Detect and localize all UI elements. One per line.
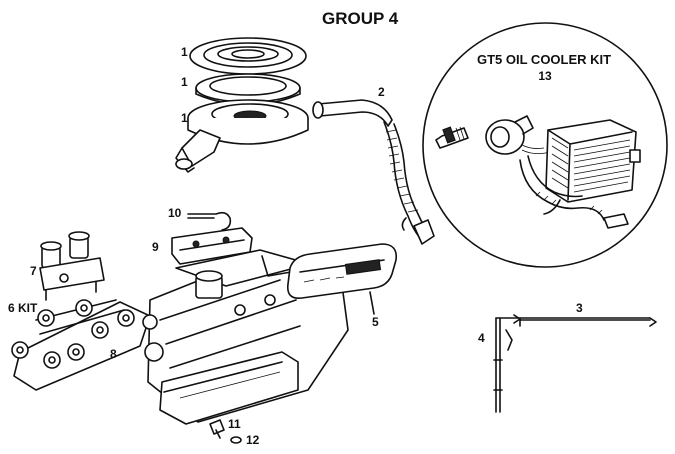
linkage-bracket [493, 317, 521, 413]
air-cleaner-lid [189, 37, 307, 75]
callout-8: 8 [110, 347, 117, 361]
callout-4: 4 [478, 331, 485, 345]
oil-cooler-core [545, 119, 641, 203]
callout-5-leader [369, 291, 375, 315]
callout-5: 5 [372, 315, 379, 329]
callout-10: 10 [168, 206, 182, 220]
oil-cooler-sandwich-adapter [485, 115, 551, 155]
callout-6-kit: 6 KIT [8, 301, 38, 315]
callout-1-base: 1 [181, 111, 188, 125]
breather-hose [312, 99, 435, 245]
callout-1-lid: 1 [181, 45, 188, 59]
oil-cooler-hoses [519, 155, 629, 229]
carburetor-pair [39, 231, 105, 301]
oil-cooler-kit-title: GT5 OIL COOLER KIT [477, 52, 611, 67]
drain-plug [209, 419, 225, 439]
callout-9: 9 [152, 240, 159, 254]
oil-pan [159, 351, 299, 425]
washer [230, 436, 242, 444]
intake-manifold [11, 299, 151, 391]
callout-3: 3 [576, 301, 583, 315]
air-cleaner-filter [195, 73, 301, 106]
diagram-title: GROUP 4 [322, 9, 399, 28]
heat-shield [171, 227, 253, 265]
callout-1-filter: 1 [181, 75, 188, 89]
oil-cooler-kit-panel: GT5 OIL COOLER KIT 13 [422, 22, 668, 268]
linkage-rod [513, 314, 657, 327]
callout-12: 12 [246, 433, 260, 447]
valve-cover [286, 243, 398, 300]
callout-7: 7 [30, 264, 37, 278]
oil-cooler-kit-number: 13 [538, 69, 552, 83]
callout-2: 2 [378, 85, 385, 99]
air-cleaner-base [175, 99, 309, 173]
callout-11: 11 [228, 417, 241, 431]
oil-cooler-adapter-fitting [435, 126, 469, 149]
clip [187, 211, 232, 231]
